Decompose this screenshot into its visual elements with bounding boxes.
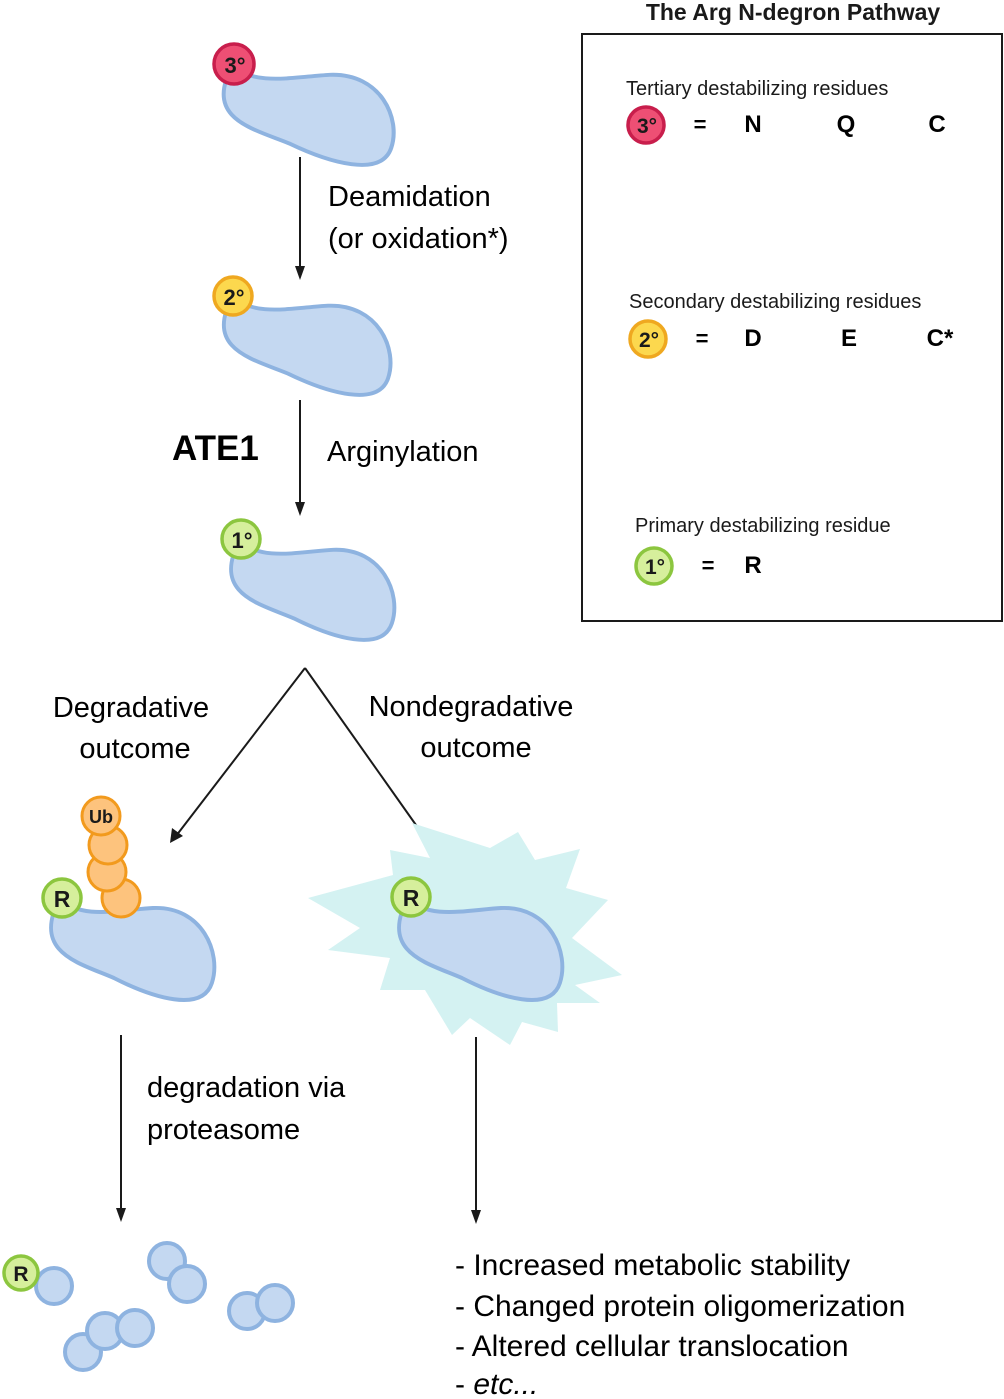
arrow-proteasome [116, 1035, 126, 1222]
legend-panel: The Arg N-degron Pathway Tertiary destab… [581, 0, 1003, 622]
proteasome-label-2: proteasome [147, 1114, 300, 1146]
degradative-label-1: Degradative [53, 692, 209, 724]
nondegradative-label-2: outcome [420, 732, 531, 764]
residue-e: E [841, 325, 857, 352]
arg-badge-fragment: R [2, 1254, 40, 1292]
svg-text:1°: 1° [231, 528, 252, 553]
svg-text:R: R [54, 886, 71, 912]
legend-primary-badge: 1° [634, 546, 674, 586]
legend-title: The Arg N-degron Pathway [646, 0, 941, 25]
svg-text:2°: 2° [639, 329, 659, 352]
arg-badge-degradative: R [41, 877, 83, 919]
outcome-item-etc: - etc... [455, 1368, 538, 1399]
residue-n: N [744, 111, 761, 138]
outcome-item: - Altered cellular translocation [455, 1330, 849, 1363]
ubiquitin-chain: Ub [80, 795, 142, 919]
legend-secondary-badge: 2° [628, 319, 668, 359]
svg-text:3°: 3° [637, 115, 657, 138]
primary-badge: 1° [220, 518, 262, 560]
legend-secondary-equals: = [696, 326, 709, 351]
svg-text:R: R [13, 1263, 28, 1286]
proteasome-label-1: degradation via [147, 1072, 346, 1104]
legend-primary-heading: Primary destabilizing residue [635, 515, 891, 537]
residue-c: C [928, 111, 945, 138]
etc-text: etc... [473, 1368, 538, 1399]
svg-text:R: R [403, 885, 420, 911]
legend-tertiary-heading: Tertiary destabilizing residues [626, 78, 888, 100]
residue-d: D [744, 325, 761, 352]
arrow-deamidation [295, 157, 305, 280]
ub-label: Ub [89, 807, 113, 827]
protein-ubiquitinated: Ub R [41, 795, 217, 1002]
legend-primary-equals: = [702, 553, 715, 578]
secondary-badge: 2° [212, 275, 254, 317]
degradative-label-2: outcome [79, 733, 190, 765]
legend-tertiary-equals: = [694, 112, 707, 137]
outcome-item: - Changed protein oligomerization [455, 1290, 905, 1323]
legend-tertiary-badge: 3° [626, 105, 666, 145]
svg-text:1°: 1° [645, 556, 665, 579]
arrow-arginylation [295, 400, 305, 516]
outcome-list: - Increased metabolic stability - Change… [455, 1249, 905, 1399]
legend-secondary-heading: Secondary destabilizing residues [629, 291, 921, 313]
arginylation-label: Arginylation [327, 436, 479, 468]
ate1-enzyme-label: ATE1 [172, 429, 259, 468]
peptide-fragments: R [2, 1241, 295, 1372]
residue-c-star: C* [927, 325, 954, 352]
protein-tertiary: 3° [212, 42, 394, 165]
arg-badge-nondegradative: R [390, 876, 432, 918]
outcome-item: - Increased metabolic stability [455, 1249, 850, 1282]
nondegradative-label-1: Nondegradative [369, 691, 574, 723]
protein-secondary: 2° [212, 275, 393, 397]
residue-r: R [744, 552, 761, 579]
svg-text:2°: 2° [223, 285, 244, 310]
deamidation-label: Deamidation [328, 181, 491, 213]
protein-stabilized: R [308, 823, 622, 1045]
oxidation-label: (or oxidation*) [328, 223, 509, 255]
svg-text:3°: 3° [224, 53, 245, 78]
residue-q: Q [837, 111, 856, 138]
protein-primary: 1° [220, 518, 397, 642]
arrow-outcomes [471, 1037, 481, 1224]
tertiary-badge: 3° [212, 42, 256, 86]
